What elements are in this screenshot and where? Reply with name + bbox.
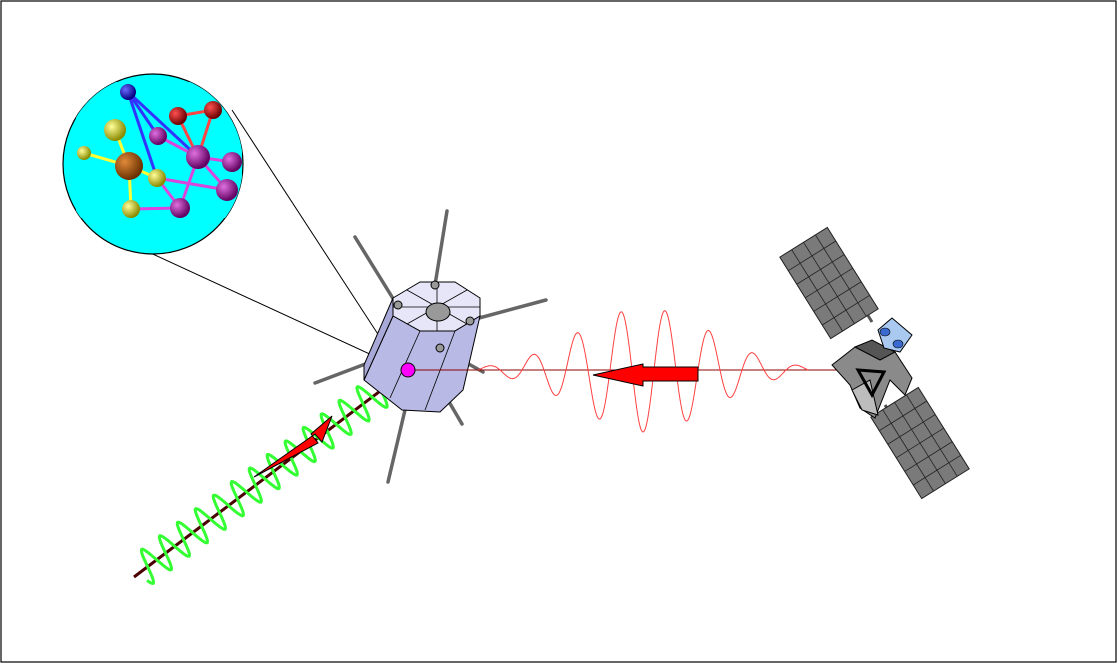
outgoing-arrow: [253, 415, 333, 478]
incoming-wave: [477, 310, 809, 433]
outgoing-wave: [139, 371, 393, 585]
incoming-arrow: [592, 363, 699, 387]
zoom-lines: [117, 109, 401, 369]
satellite-icon: [313, 209, 548, 484]
focus-point: [400, 362, 416, 378]
satellite-icon: [779, 226, 970, 500]
source-satellite: [779, 226, 970, 500]
receiver-satellite: [313, 209, 548, 484]
molecule-icon: [76, 82, 242, 218]
molecule-inset: [62, 73, 244, 255]
